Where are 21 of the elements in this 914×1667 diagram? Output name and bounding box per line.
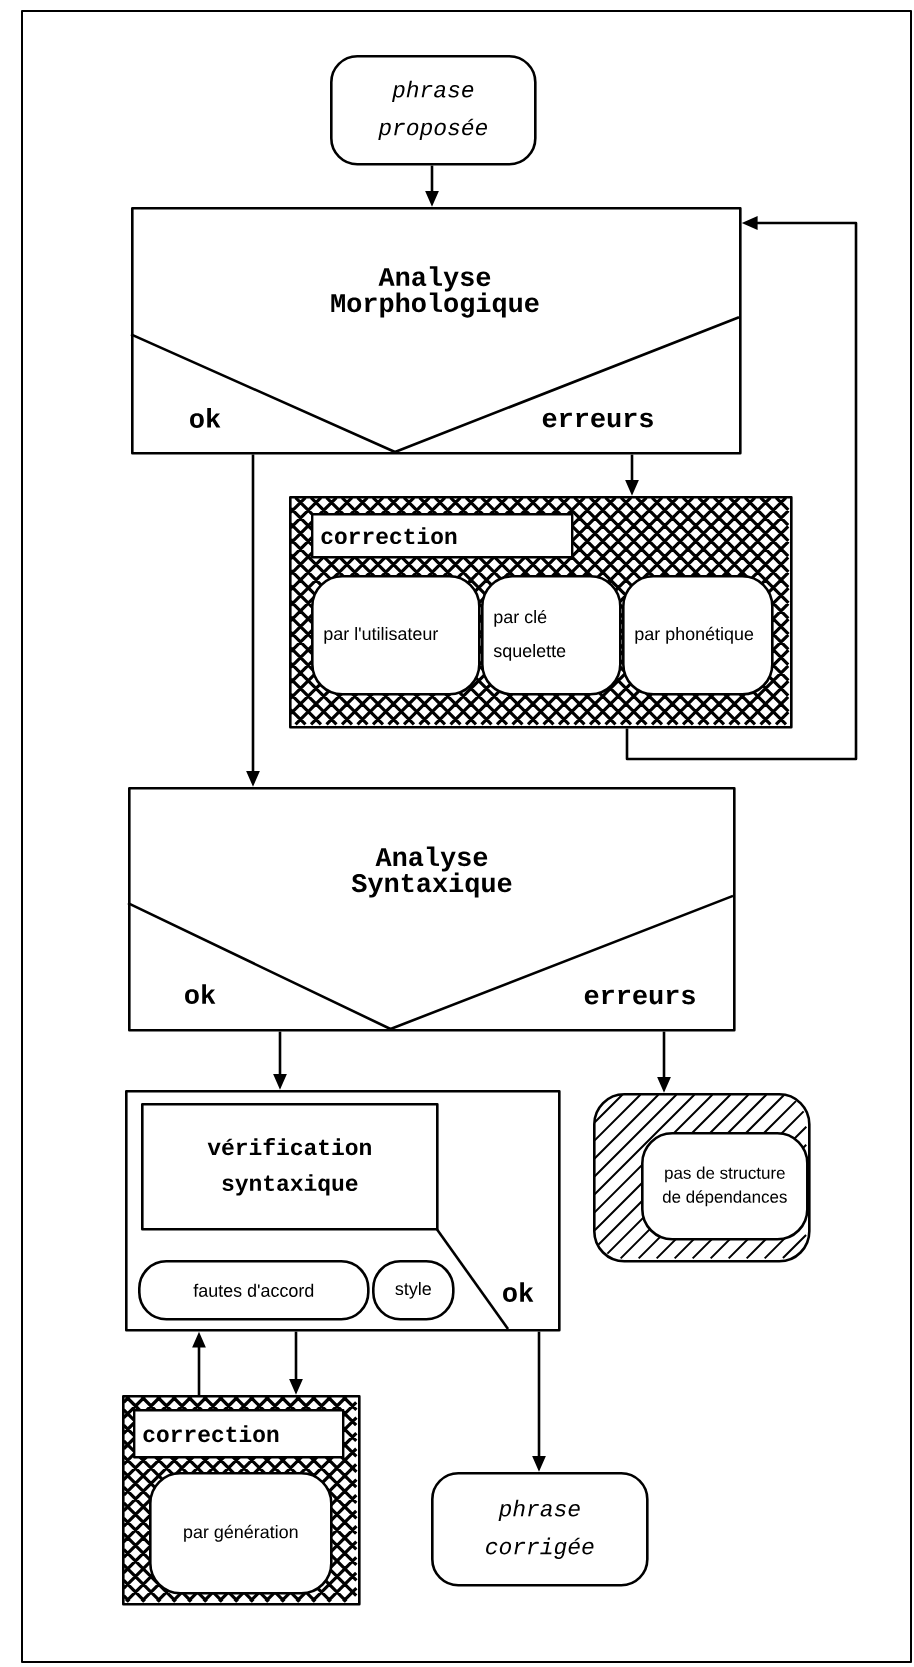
- heading-box: vérification syntaxique: [141, 1103, 439, 1231]
- method-box: par génération: [149, 1472, 333, 1595]
- branch-label: erreurs: [542, 412, 653, 428]
- terminal-box: phrase corrigée: [431, 1472, 649, 1587]
- process-box: [130, 207, 742, 455]
- branch-label: ok: [503, 1282, 534, 1302]
- method-box: par l'utilisateur: [311, 575, 481, 696]
- branch-label: ok: [190, 408, 221, 428]
- branch-label: ok: [185, 984, 216, 1004]
- heading-box: correction: [133, 1409, 345, 1459]
- method-box: par clé squelette: [481, 575, 622, 696]
- error-type-box: fautes d'accord: [138, 1260, 370, 1321]
- box-title: Analyse Morphologique: [331, 266, 539, 318]
- box-title: Analyse Syntaxique: [351, 846, 512, 898]
- method-box: par phonétique: [622, 575, 774, 696]
- heading-box: correction: [311, 513, 574, 559]
- terminal-box: phrase proposée: [330, 55, 537, 166]
- arrow: [625, 216, 858, 761]
- result-box: pas de structure de dépendances: [641, 1132, 809, 1241]
- process-box: [127, 787, 736, 1032]
- branch-label: erreurs: [584, 989, 695, 1005]
